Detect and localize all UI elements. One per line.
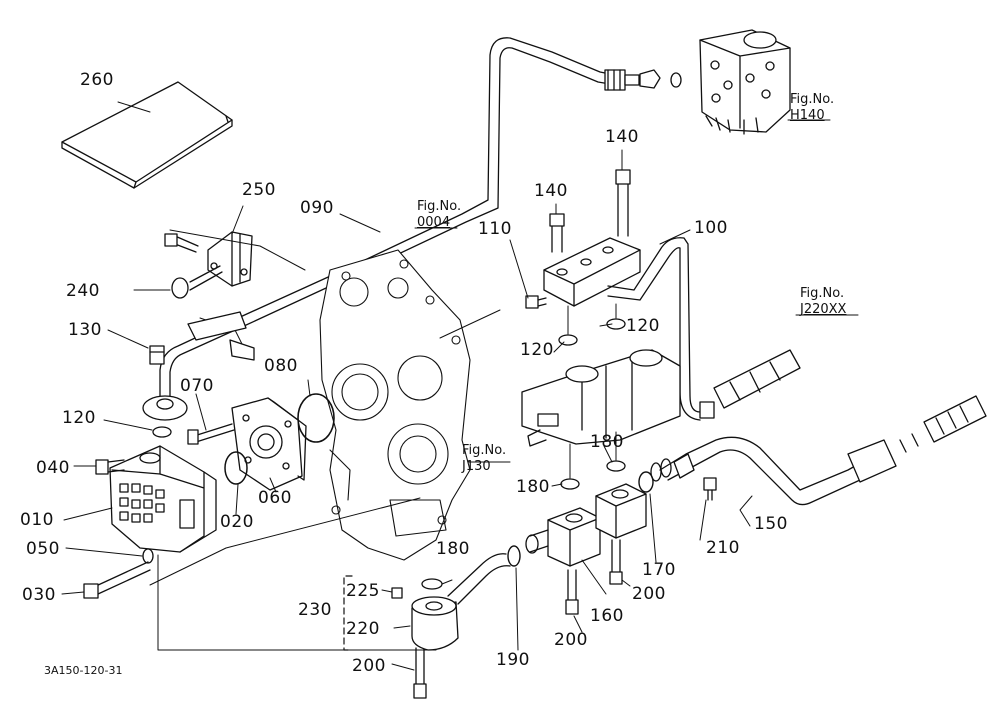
block-160b bbox=[595, 483, 647, 539]
label-040: 040 bbox=[36, 458, 70, 478]
label-150: 150 bbox=[754, 514, 788, 534]
fig-ref-j130: Fig.No. J130 bbox=[462, 443, 506, 475]
fig-ref-j220xx-line2: J220XX bbox=[800, 302, 847, 317]
label-100: 100 bbox=[694, 218, 728, 238]
fig-ref-h140: Fig.No. H140 bbox=[790, 92, 834, 124]
pipe-100 bbox=[607, 237, 701, 421]
fig-ref-h140-line1: Fig.No. bbox=[790, 92, 835, 107]
label-010: 010 bbox=[20, 510, 54, 530]
label-140-right: 140 bbox=[605, 127, 639, 147]
label-225: 225 bbox=[346, 581, 380, 601]
gear-case bbox=[319, 249, 471, 561]
steering-unit bbox=[699, 29, 791, 135]
manual-booklet bbox=[61, 81, 233, 189]
label-080: 080 bbox=[264, 356, 298, 376]
block-160 bbox=[525, 507, 601, 567]
label-120-left: 120 bbox=[62, 408, 96, 428]
pipe-090 bbox=[159, 37, 682, 401]
flange-060 bbox=[231, 397, 307, 491]
label-200-right: 200 bbox=[632, 584, 666, 604]
label-180-mid: 180 bbox=[516, 477, 550, 497]
fig-ref-j220xx: Fig.No. J220XX bbox=[800, 286, 846, 318]
fig-ref-0004-line2: 0004 bbox=[417, 215, 451, 230]
label-170: 170 bbox=[642, 560, 676, 580]
label-160: 160 bbox=[590, 606, 624, 626]
label-110: 110 bbox=[478, 219, 512, 239]
fig-ref-j130-line1: Fig.No. bbox=[462, 443, 507, 458]
label-210: 210 bbox=[706, 538, 740, 558]
fig-ref-h140-line2: H140 bbox=[790, 108, 825, 123]
label-200-bottom: 200 bbox=[352, 656, 386, 676]
label-050: 050 bbox=[26, 539, 60, 559]
label-130: 130 bbox=[68, 320, 102, 340]
label-020: 020 bbox=[220, 512, 254, 532]
label-120-right: 120 bbox=[626, 316, 660, 336]
label-180-right: 180 bbox=[590, 432, 624, 452]
label-140-left: 140 bbox=[534, 181, 568, 201]
label-220: 220 bbox=[346, 619, 380, 639]
diagram-code: 3A150-120-31 bbox=[44, 664, 123, 677]
filter-220 bbox=[411, 553, 511, 651]
label-180-bottom: 180 bbox=[436, 539, 470, 559]
label-120-mid: 120 bbox=[520, 340, 554, 360]
label-250: 260 bbox=[80, 70, 114, 90]
label-260: 230 bbox=[298, 600, 332, 620]
label-240: 240 bbox=[66, 281, 100, 301]
label-030: 030 bbox=[22, 585, 56, 605]
suction-pipe-150 bbox=[650, 395, 987, 506]
fitting-j220xx bbox=[699, 349, 801, 419]
label-190: 190 bbox=[496, 650, 530, 670]
label-070: 070 bbox=[180, 376, 214, 396]
label-090: 090 bbox=[300, 198, 334, 218]
tandem-pump-j130 bbox=[521, 349, 681, 447]
fig-ref-0004-line1: Fig.No. bbox=[417, 199, 462, 214]
label-200-mid: 200 bbox=[554, 630, 588, 650]
fig-ref-j130-line2: J130 bbox=[462, 459, 491, 474]
label-060: 060 bbox=[258, 488, 292, 508]
o-ring-080 bbox=[297, 393, 335, 443]
fig-ref-0004: Fig.No. 0004 bbox=[417, 199, 461, 231]
manifold-block bbox=[543, 237, 641, 307]
fig-ref-j220xx-line1: Fig.No. bbox=[800, 286, 845, 301]
label-230: 250 bbox=[242, 180, 276, 200]
hydraulic-pump-010 bbox=[109, 445, 217, 553]
